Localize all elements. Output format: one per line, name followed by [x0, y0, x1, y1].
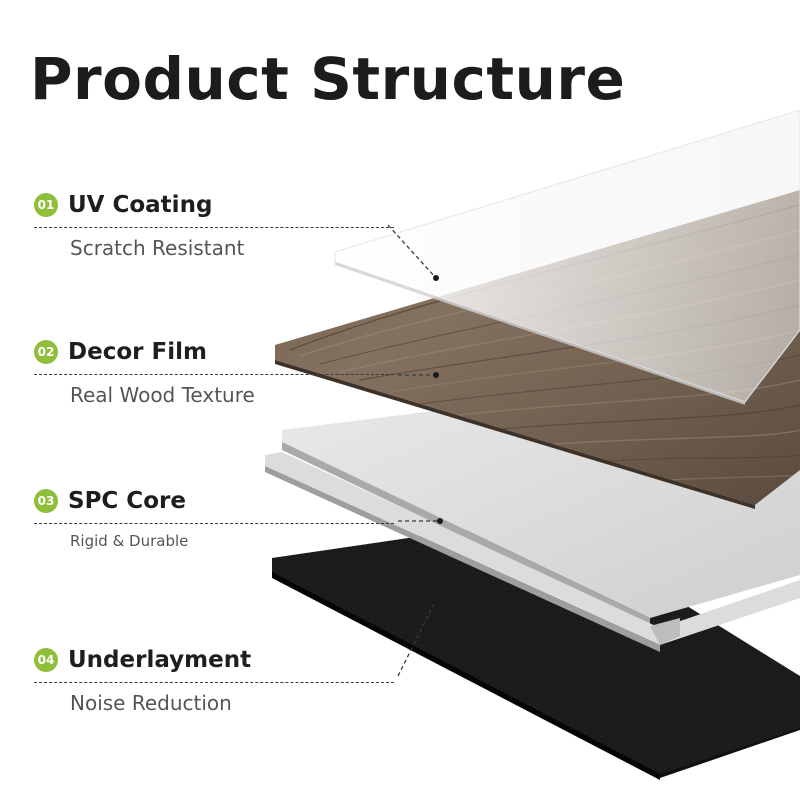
layer-number-badge: 02 — [34, 340, 58, 364]
layer-name: UV Coating — [68, 192, 212, 218]
layer-description: Noise Reduction — [70, 691, 414, 715]
dashed-divider — [34, 523, 394, 524]
dashed-divider — [34, 227, 394, 228]
dashed-divider — [34, 682, 394, 683]
dashed-divider — [34, 374, 394, 375]
layer-number-badge: 04 — [34, 648, 58, 672]
layer-label-decor-film: 02 Decor Film Real Wood Texture — [34, 338, 414, 407]
layer-description: Real Wood Texture — [70, 383, 414, 407]
layer-description: Scratch Resistant — [70, 236, 414, 260]
layer-name: SPC Core — [68, 488, 186, 514]
layer-label-underlayment: 04 Underlayment Noise Reduction — [34, 646, 414, 715]
layer-label-spc-core: 03 SPC Core Rigid & Durable — [34, 487, 414, 550]
layer-name: Underlayment — [68, 647, 251, 673]
layer-label-uv-coating: 01 UV Coating Scratch Resistant — [34, 191, 414, 260]
layer-number-badge: 03 — [34, 489, 58, 513]
layer-description: Rigid & Durable — [70, 532, 414, 550]
layer-number-badge: 01 — [34, 193, 58, 217]
layer-name: Decor Film — [68, 339, 207, 365]
